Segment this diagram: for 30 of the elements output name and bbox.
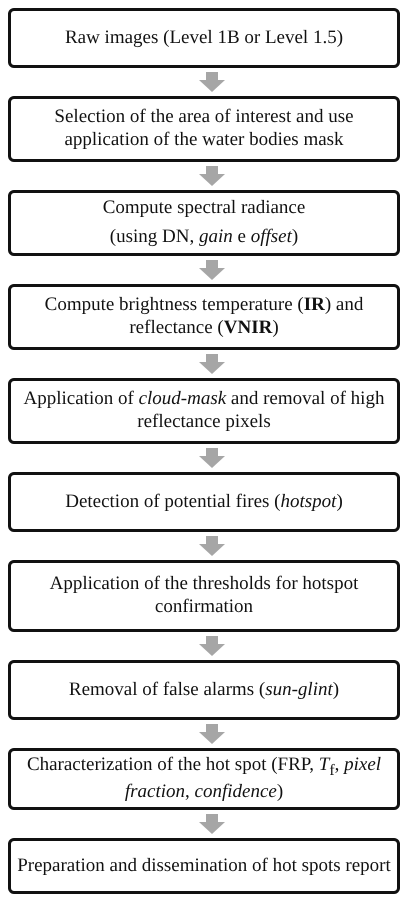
step-text: Selection of the area of interest and use application of the water bodies mask (53, 106, 355, 152)
process-box (8, 8, 400, 68)
block-arrow (199, 636, 225, 656)
process-box (8, 472, 400, 532)
process-box (8, 748, 400, 810)
step-text: Application of cloud-mask and removal of high reflectance pixels (22, 388, 386, 434)
step-text: Compute brightness temperature (IR) and reflectance (VNIR) (44, 294, 364, 340)
block-arrow (199, 72, 225, 92)
process-box (8, 838, 400, 894)
block-arrow (199, 448, 225, 468)
block-arrow (199, 166, 225, 186)
process-box (8, 190, 400, 256)
step-text: Removal of false alarms (sun-glint) (68, 678, 340, 702)
block-arrow (199, 354, 225, 374)
process-box (8, 560, 400, 632)
block-arrow (199, 814, 225, 834)
process-box (8, 96, 400, 162)
step-text: Compute spectral radiance (102, 197, 306, 220)
step-text: Preparation and dissemination of hot spots report (17, 854, 391, 878)
process-box (8, 284, 400, 350)
step-text: Raw images (Level 1B or Level 1.5) (64, 26, 344, 50)
process-box (8, 660, 400, 720)
process-box (8, 378, 400, 444)
step-text: Characterization of the hot spot (FRP, T$_{f}$, pixel fraction, confidence) (26, 754, 382, 804)
step-text: (using DN, gain e offset) (110, 226, 298, 249)
block-arrow (199, 260, 225, 280)
step-text: Detection of potential fires (hotspot) (65, 490, 343, 514)
block-arrow (199, 724, 225, 744)
block-arrow (199, 536, 225, 556)
step-text: Application of the thresholds for hotspot confirmation (48, 573, 360, 619)
